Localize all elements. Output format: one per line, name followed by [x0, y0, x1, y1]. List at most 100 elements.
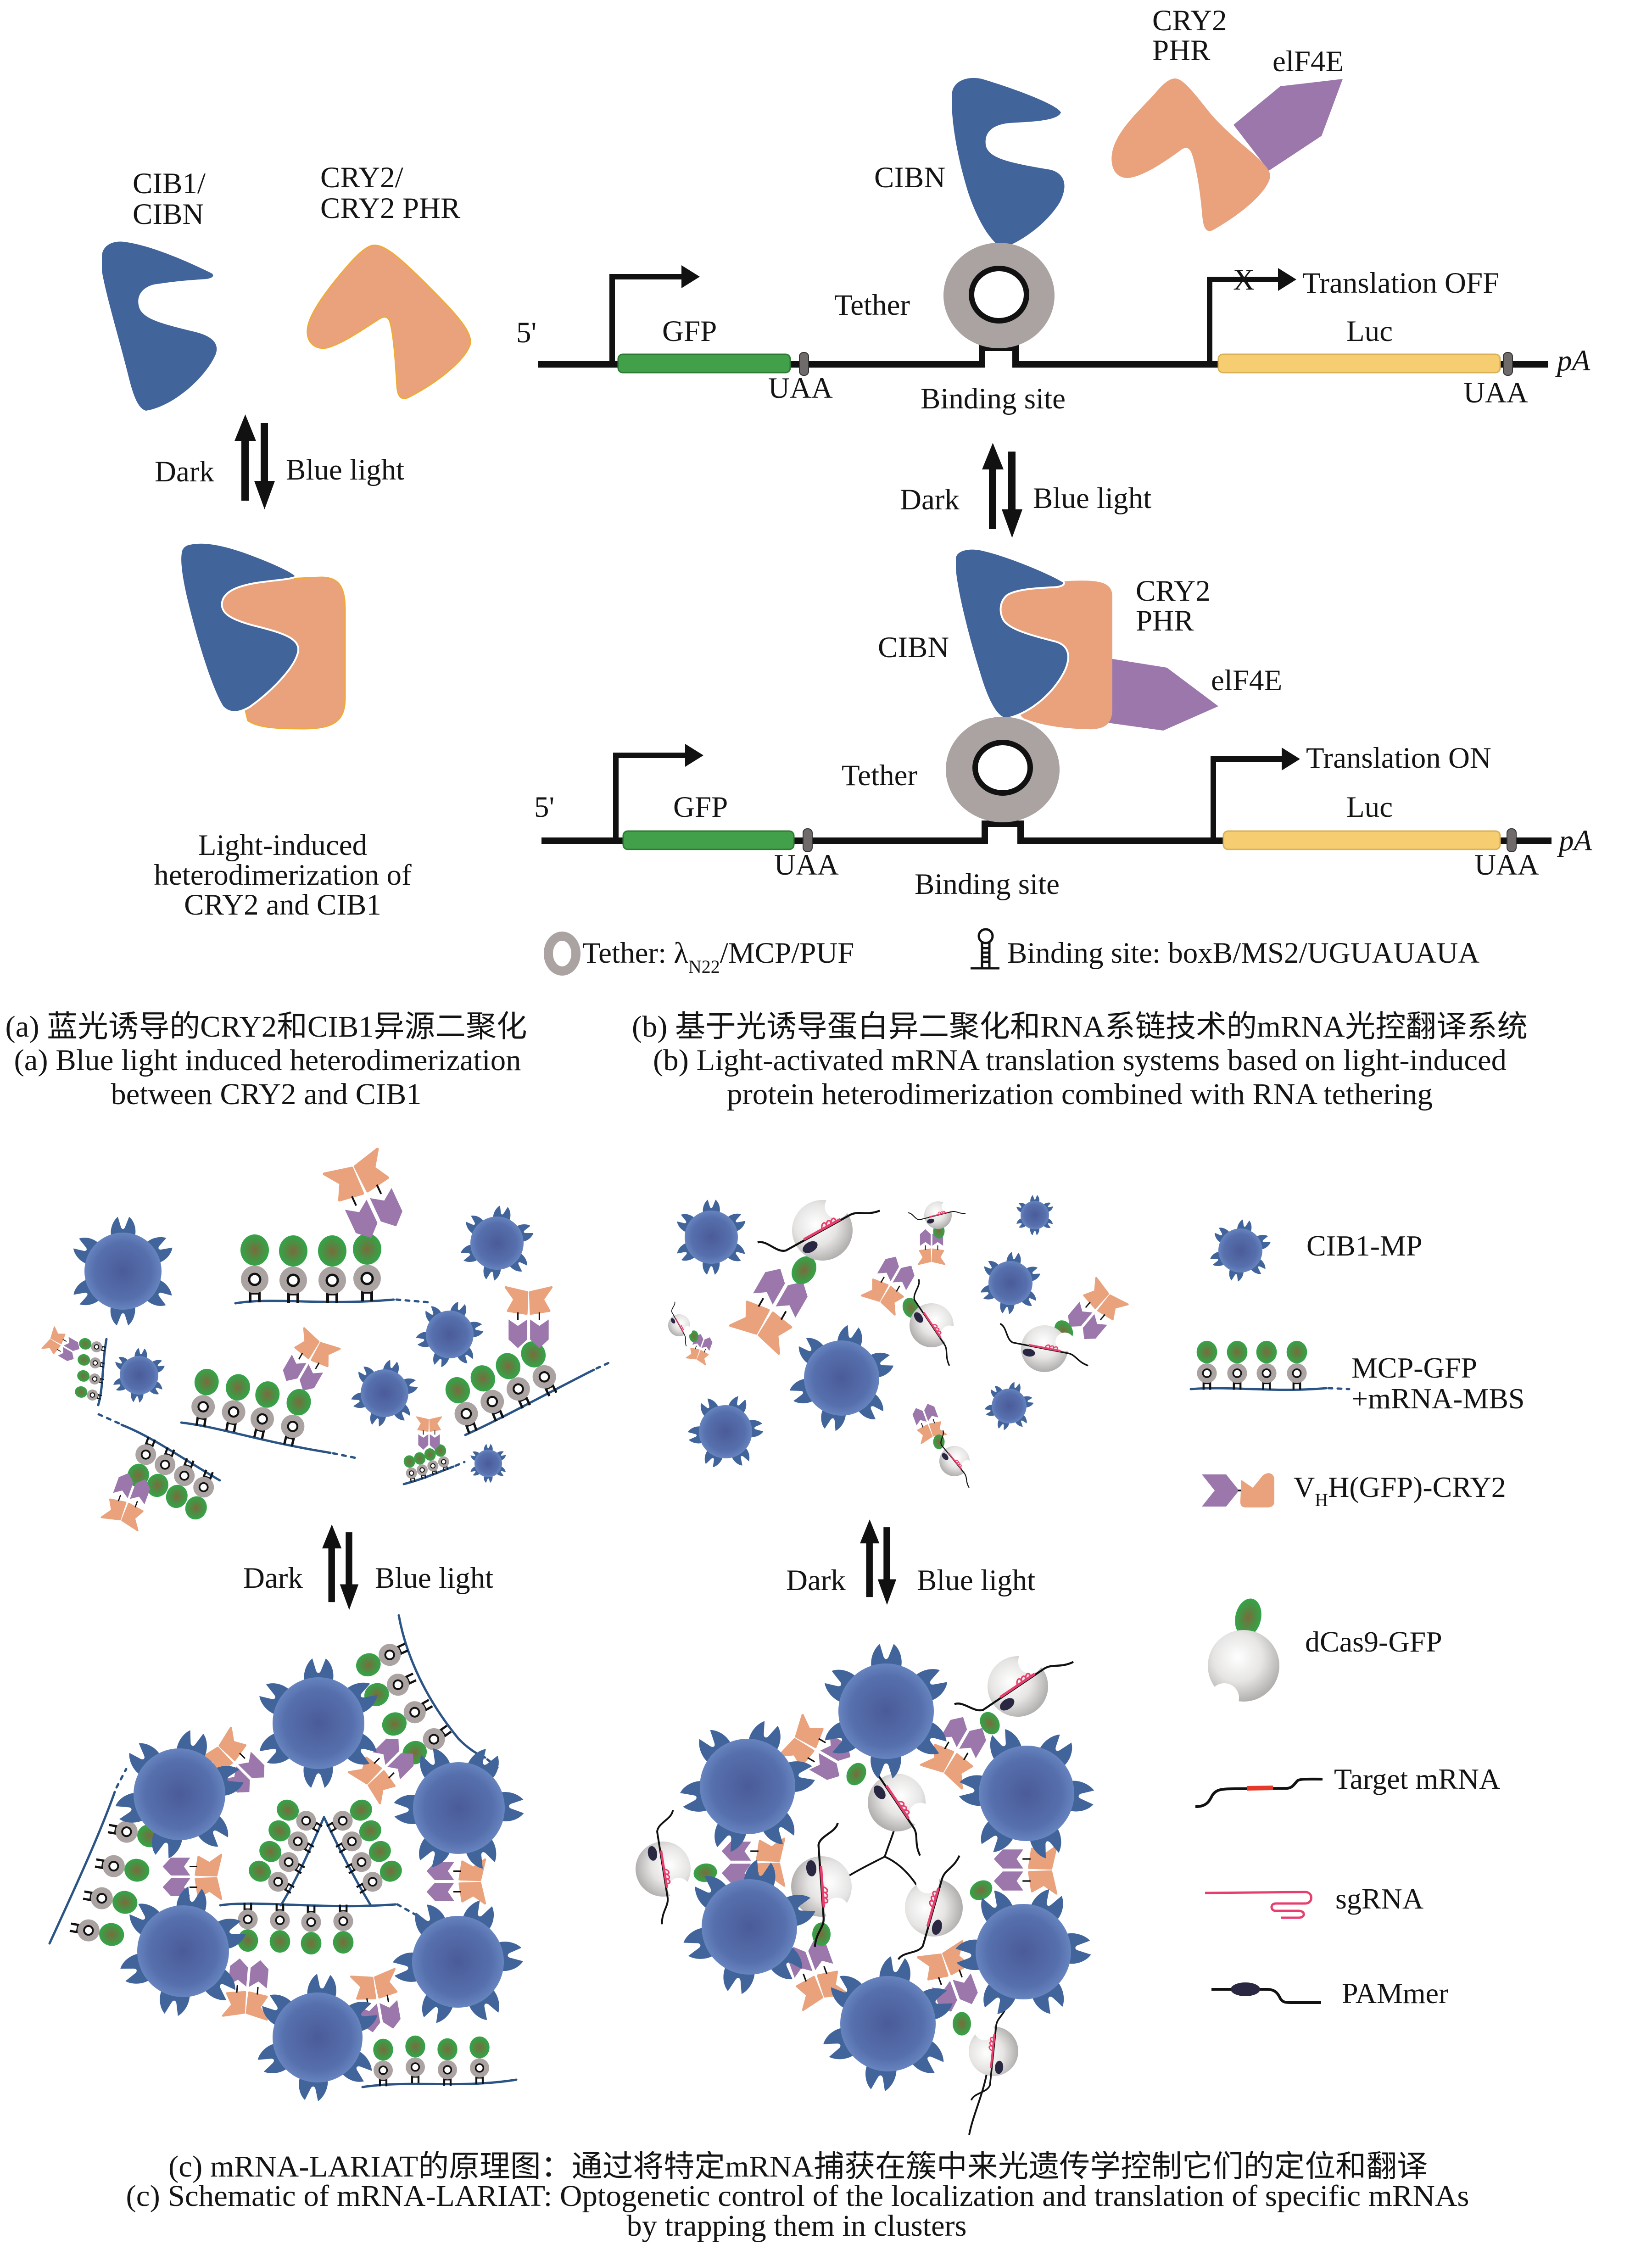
vhh-chevron — [426, 1883, 454, 1901]
pammer — [1022, 1348, 1035, 1357]
vhh-chevron — [418, 1434, 429, 1450]
caption-a-en: (a) Blue light induced heterodimerizatio… — [14, 1044, 521, 1077]
description-line: heterodimerization of — [154, 859, 412, 892]
particle-core — [838, 1663, 934, 1759]
ms2-binding-loop — [183, 1458, 195, 1469]
ms2-binding-loop — [465, 1422, 478, 1434]
mcp-gfp-unit — [435, 1444, 449, 1472]
vhh-cry2-dimer — [729, 1268, 808, 1355]
dcas9-complex — [897, 1855, 963, 1960]
sgrna-loops — [1044, 1344, 1058, 1351]
mcp-gfp-unit — [469, 2036, 490, 2084]
particle-core — [1218, 1228, 1262, 1273]
target-mrna — [968, 2074, 988, 2135]
vhh-chevron — [345, 1200, 378, 1238]
vhh-chevron — [721, 1864, 751, 1883]
gfp-blob — [350, 1799, 372, 1821]
particle-core — [273, 1993, 363, 2082]
gfp-blob — [368, 1841, 391, 1862]
vhh-chevron — [1068, 1301, 1093, 1327]
panel-c-legend-icons — [1189, 1219, 1351, 2004]
particle-core — [702, 1879, 797, 1975]
gfp-blob — [269, 1930, 290, 1953]
mcp-ring-hole — [306, 1917, 316, 1927]
mcp-ring-hole — [89, 1392, 95, 1398]
vhh-chevron — [776, 1282, 808, 1318]
promoter-arrowhead — [1282, 748, 1300, 770]
cry2-piece — [795, 1714, 824, 1748]
vhh-chevron — [223, 1766, 250, 1793]
cib1-mp-particle — [416, 1301, 484, 1368]
cibn-shape — [952, 78, 1065, 248]
mrna-strand-dashed — [395, 1298, 430, 1304]
mcp-gfp-unit — [1256, 1340, 1277, 1390]
gfp-blob — [359, 1820, 381, 1842]
cib1-mp-particle — [789, 1325, 894, 1431]
mcp-gfp-unit — [405, 2035, 425, 2083]
particle-core — [1021, 1201, 1049, 1229]
ms2-binding-loop — [421, 1699, 433, 1712]
vhh-chevron — [228, 1958, 248, 1987]
cry2-protein-shape — [307, 244, 471, 399]
vhh-chevron — [58, 1347, 74, 1361]
mcp-gfp-unit — [345, 1841, 391, 1874]
gfp-blob — [333, 1931, 354, 1954]
cry2-piece — [374, 1968, 398, 1999]
caption-c-en: by trapping them in clusters — [627, 2209, 967, 2243]
mrna-strand — [402, 1465, 455, 1485]
particle-core — [137, 1905, 229, 1997]
lariat-mcp-dark-state — [41, 1147, 614, 1531]
mcp-ring-hole — [408, 1470, 414, 1476]
pammer — [914, 1312, 923, 1323]
dcas9-complex — [909, 1278, 959, 1366]
linker — [190, 1866, 197, 1888]
mcp-gfp-unit — [95, 1855, 150, 1882]
dark-blue-light-arrows — [982, 443, 1022, 538]
vhh-chevron — [370, 1188, 402, 1227]
target-mrna-strand — [1195, 1777, 1323, 1808]
ms2-binding-loop — [69, 1922, 80, 1934]
mcp-gfp-unit — [268, 1820, 314, 1853]
sgrna — [948, 1452, 962, 1470]
dcas9-complex — [668, 1301, 692, 1346]
mcp-ring-hole — [347, 1836, 357, 1847]
caption-c-en: (c) Schematic of mRNA-LARIAT: Optogeneti… — [126, 2179, 1469, 2213]
cry2-piece — [778, 1738, 815, 1767]
cry2-piece — [796, 1976, 823, 2011]
vhh-cry2-dimer — [283, 1327, 341, 1391]
mcp-ring-hole — [121, 1826, 132, 1837]
mcp-ring-hole — [92, 1360, 98, 1366]
vhh-chevron — [130, 1479, 151, 1505]
pammer — [670, 1318, 675, 1324]
cry2-piece — [917, 1248, 932, 1265]
ms2-binding-loop — [361, 1291, 373, 1301]
cry2-piece — [100, 1498, 127, 1521]
mcp-gfp-unit — [237, 1903, 258, 1952]
gfp-blob — [166, 1485, 188, 1508]
pammer — [995, 2060, 1004, 2074]
vhh-chevron — [753, 1268, 785, 1305]
vhh-cry2-dimer — [1068, 1277, 1129, 1340]
mcp-gfp-unit — [79, 1338, 106, 1353]
mrna-strand-dashed — [454, 1461, 466, 1467]
linker — [1085, 1301, 1105, 1321]
dcas9-notch — [941, 1325, 959, 1343]
binding-site-stem-loop-icon — [971, 928, 999, 970]
cry2-label: CRY2 — [1152, 4, 1227, 37]
target-mrna — [970, 2003, 1008, 2101]
mcp-ring-hole — [160, 1459, 170, 1470]
tether-label: Tether — [842, 759, 917, 792]
panel-b-legend: Tether: λN22/MCP/PUF Binding site: boxB/… — [544, 928, 1479, 977]
mcp-ring-hole — [392, 1679, 403, 1690]
mcp-ring-hole — [428, 1734, 440, 1745]
cib1-mp-particle — [394, 1748, 524, 1869]
mcp-ring-hole — [419, 1467, 425, 1473]
mcp-ring-hole — [179, 1470, 190, 1481]
particle-core — [412, 1916, 504, 2008]
mrna-strand — [323, 1816, 372, 1907]
linker — [807, 1738, 826, 1763]
vhh-chevron — [993, 1849, 1023, 1869]
vhh-rest: H(GFP)-CRY2 — [1328, 1471, 1506, 1503]
cib1-mp-particle — [460, 1206, 534, 1281]
cib1-mp-particle — [677, 1200, 746, 1275]
